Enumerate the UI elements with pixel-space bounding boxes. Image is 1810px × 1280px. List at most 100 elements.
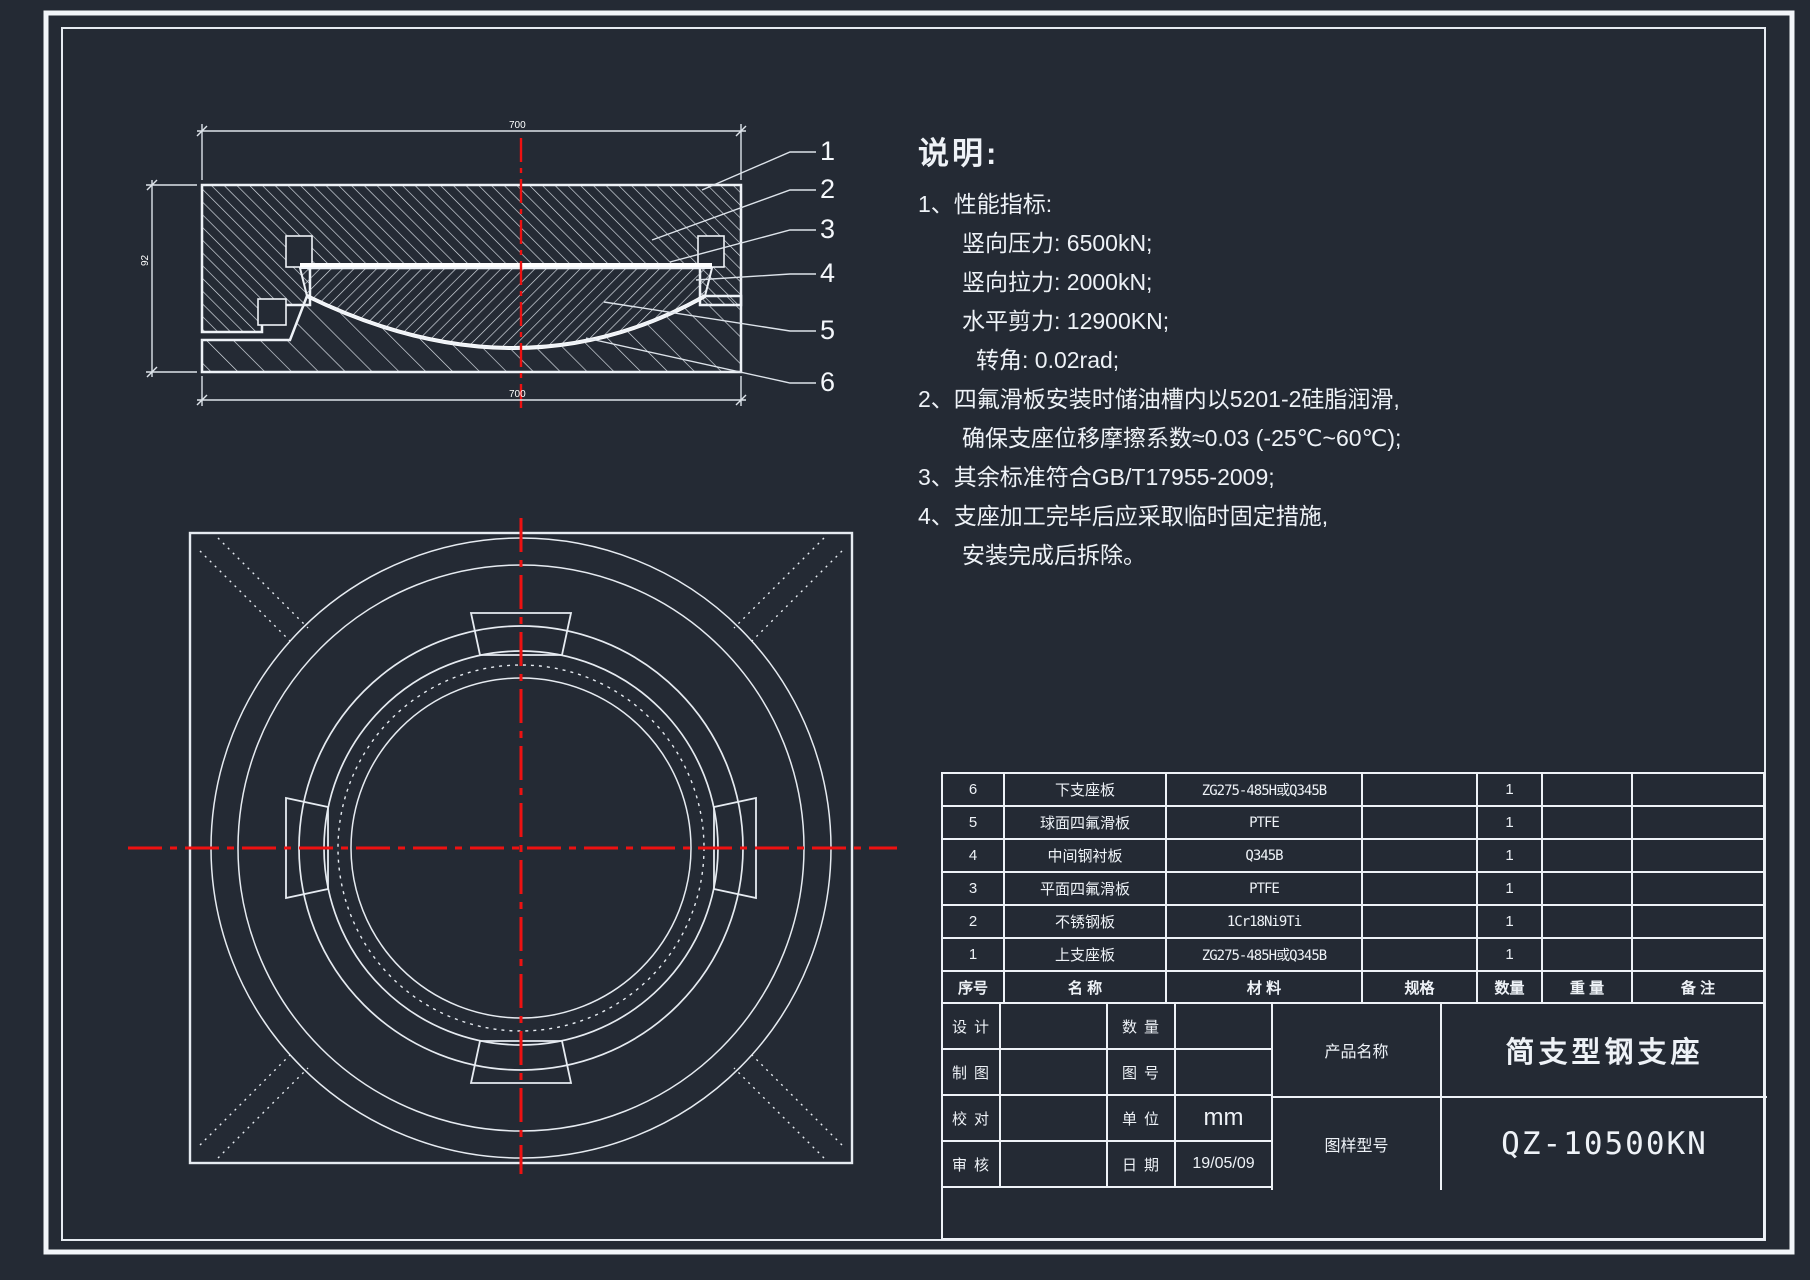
titleblock-row: 制图 图号 <box>943 1050 1763 1096</box>
bom-header: 材 料 <box>1167 972 1363 1004</box>
tb-label2: 数量 <box>1108 1004 1176 1050</box>
table-row: 6 下支座板 ZG275-485H或Q345B 1 <box>943 774 1763 807</box>
bom-spec <box>1363 840 1478 873</box>
bom-no: 6 <box>943 774 1005 807</box>
callout-6: 6 <box>820 367 835 397</box>
bom-no: 5 <box>943 807 1005 840</box>
bom-name: 中间钢衬板 <box>1005 840 1167 873</box>
bom-spec <box>1363 873 1478 906</box>
note-line: 2、四氟滑板安装时储油槽内以5201-2硅脂润滑, <box>918 386 1400 412</box>
bom-qty: 1 <box>1478 873 1543 906</box>
callout-5: 5 <box>820 315 835 345</box>
callout-leaders <box>585 151 816 384</box>
bom-spec <box>1363 807 1478 840</box>
tab-west <box>285 796 329 900</box>
model-no-row: 图样型号 QZ-10500KN <box>1273 1098 1767 1190</box>
bom-header: 数量 <box>1478 972 1543 1004</box>
product-name-row: 产品名称 简支型钢支座 <box>1273 1004 1767 1098</box>
bom-no: 2 <box>943 906 1005 939</box>
bom-weight <box>1543 873 1633 906</box>
bom-no: 1 <box>943 939 1005 972</box>
plan-view <box>128 518 897 1174</box>
note-line: 转角: 0.02rad; <box>976 347 1120 373</box>
bom-and-title-block: 6 下支座板 ZG275-485H或Q345B 1 5 球面四氟滑板 PTFE … <box>941 772 1767 1240</box>
bom-header: 序号 <box>943 972 1005 1004</box>
titleblock-right: 产品名称 简支型钢支座 图样型号 QZ-10500KN <box>1271 1004 1767 1190</box>
table-row: 5 球面四氟滑板 PTFE 1 <box>943 807 1763 840</box>
tb-label2: 日期 <box>1108 1142 1176 1188</box>
table-row: 4 中间钢衬板 Q345B 1 <box>943 840 1763 873</box>
dim-bottom <box>196 376 747 406</box>
bom-note <box>1633 840 1763 873</box>
tab-east <box>713 796 757 900</box>
callout-4: 4 <box>820 258 835 288</box>
bom-no: 4 <box>943 840 1005 873</box>
bom-material: PTFE <box>1167 873 1363 906</box>
keeper-ring-left <box>285 235 313 268</box>
product-name-value: 简支型钢支座 <box>1505 1037 1704 1069</box>
titleblock-row: 设计 数量 <box>943 1004 1763 1050</box>
dim-top <box>196 124 747 180</box>
titleblock-empty-strip <box>943 1190 1767 1240</box>
bom-qty: 1 <box>1478 906 1543 939</box>
bom-header: 名 称 <box>1005 972 1167 1004</box>
bom-name: 球面四氟滑板 <box>1005 807 1167 840</box>
tb-value2 <box>1176 1004 1271 1050</box>
bom-material: ZG275-485H或Q345B <box>1167 939 1363 972</box>
bom-header-row: 序号 名 称 材 料 规格 数量 重 量 备 注 <box>943 972 1763 1004</box>
table-row: 1 上支座板 ZG275-485H或Q345B 1 <box>943 939 1763 972</box>
bom-qty: 1 <box>1478 774 1543 807</box>
bom-header: 重 量 <box>1543 972 1633 1004</box>
bom-spec <box>1363 906 1478 939</box>
tb-date-value: 19/05/09 <box>1176 1142 1271 1188</box>
bom-qty: 1 <box>1478 807 1543 840</box>
tb-value <box>1001 1004 1108 1050</box>
tb-label: 校对 <box>943 1096 1001 1142</box>
bom-weight <box>1543 840 1633 873</box>
bom-note <box>1633 906 1763 939</box>
titleblock-row: 审核 日期 19/05/09 <box>943 1142 1763 1188</box>
tab-south <box>469 1040 573 1084</box>
note-line: 水平剪力: 12900KN; <box>962 308 1170 334</box>
bom-note <box>1633 939 1763 972</box>
anchor-notch <box>257 298 287 326</box>
titleblock-row: 校对 单位 mm <box>943 1096 1763 1142</box>
bom-weight <box>1543 774 1633 807</box>
bom-name: 下支座板 <box>1005 774 1167 807</box>
tb-label: 设计 <box>943 1004 1001 1050</box>
keeper-ring-right <box>697 235 725 268</box>
bom-spec <box>1363 774 1478 807</box>
callout-3: 3 <box>820 214 835 244</box>
dim-top-text: 700 <box>509 120 526 131</box>
stainless-sheet-line <box>300 263 712 268</box>
bom-note <box>1633 807 1763 840</box>
table-row: 3 平面四氟滑板 PTFE 1 <box>943 873 1763 906</box>
tab-north <box>469 612 573 656</box>
bom-note <box>1633 774 1763 807</box>
bom-weight <box>1543 906 1633 939</box>
bom-material: ZG275-485H或Q345B <box>1167 774 1363 807</box>
bom-header: 备 注 <box>1633 972 1763 1004</box>
bom-material: Q345B <box>1167 840 1363 873</box>
bom-spec <box>1363 939 1478 972</box>
bom-qty: 1 <box>1478 939 1543 972</box>
tb-label2: 单位 <box>1108 1096 1176 1142</box>
product-name-label: 产品名称 <box>1273 1004 1442 1096</box>
tb-label: 制图 <box>943 1050 1001 1096</box>
callout-2: 2 <box>820 174 835 204</box>
tb-value <box>1001 1050 1108 1096</box>
section-view: 700 700 92 <box>140 120 835 408</box>
note-line: 3、其余标准符合GB/T17955-2009; <box>918 464 1275 490</box>
bom-qty: 1 <box>1478 840 1543 873</box>
note-line: 安装完成后拆除。 <box>962 542 1146 568</box>
bom-material: 1Cr18Ni9Ti <box>1167 906 1363 939</box>
dim-left <box>146 179 197 378</box>
sheet-frame <box>43 10 1795 1255</box>
tb-value2 <box>1176 1050 1271 1096</box>
bom-name: 平面四氟滑板 <box>1005 873 1167 906</box>
bom-no: 3 <box>943 873 1005 906</box>
table-row: 2 不锈钢板 1Cr18Ni9Ti 1 <box>943 906 1763 939</box>
note-line: 1、性能指标: <box>918 191 1053 217</box>
